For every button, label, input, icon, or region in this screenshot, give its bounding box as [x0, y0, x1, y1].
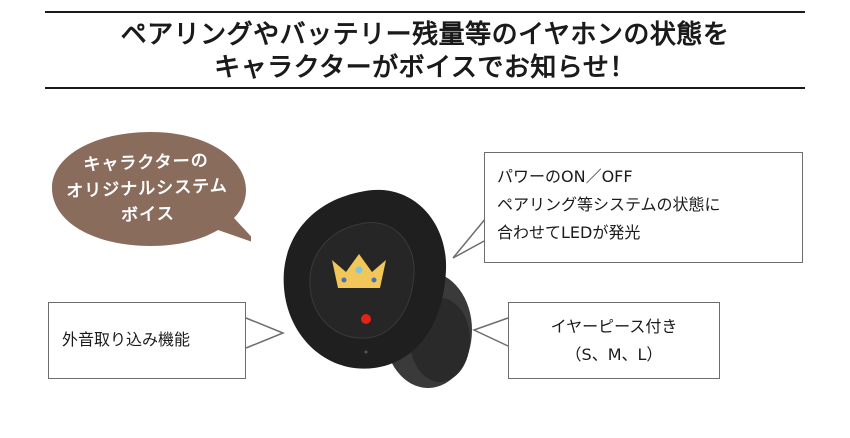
speech-bubble — [52, 132, 251, 246]
bottom-rule — [45, 87, 805, 89]
top-rule — [45, 11, 805, 13]
mic-hole — [364, 350, 368, 354]
status-led — [361, 314, 371, 324]
callout-ear-tips: イヤーピース付き （S、M、L） — [508, 302, 720, 379]
callout-ambient-mic: 外音取り込み機能 — [48, 302, 246, 379]
ear-tips-line-1: イヤーピース付き — [550, 317, 678, 336]
ambient-mic-label: 外音取り込み機能 — [62, 330, 191, 349]
callout-power-led: パワーのON／OFF ペアリング等システムの状態に 合わせてLEDが発光 — [484, 152, 803, 263]
headline: ペアリングやバッテリー残量等のイヤホンの状態を キャラクターがボイスでお知らせ！ — [45, 19, 805, 85]
power-led-line-3: 合わせてLEDが発光 — [497, 223, 641, 242]
earbud-illustration — [283, 189, 472, 388]
headline-line-1: ペアリングやバッテリー残量等のイヤホンの状態を — [120, 20, 730, 50]
power-led-line-1: パワーのON／OFF — [497, 167, 633, 186]
power-led-line-2: ペアリング等システムの状態に — [497, 195, 721, 214]
ear-tips-line-2: （S、M、L） — [565, 345, 663, 364]
headline-line-2: キャラクターがボイスでお知らせ！ — [214, 53, 636, 83]
crown-icon — [332, 254, 386, 288]
